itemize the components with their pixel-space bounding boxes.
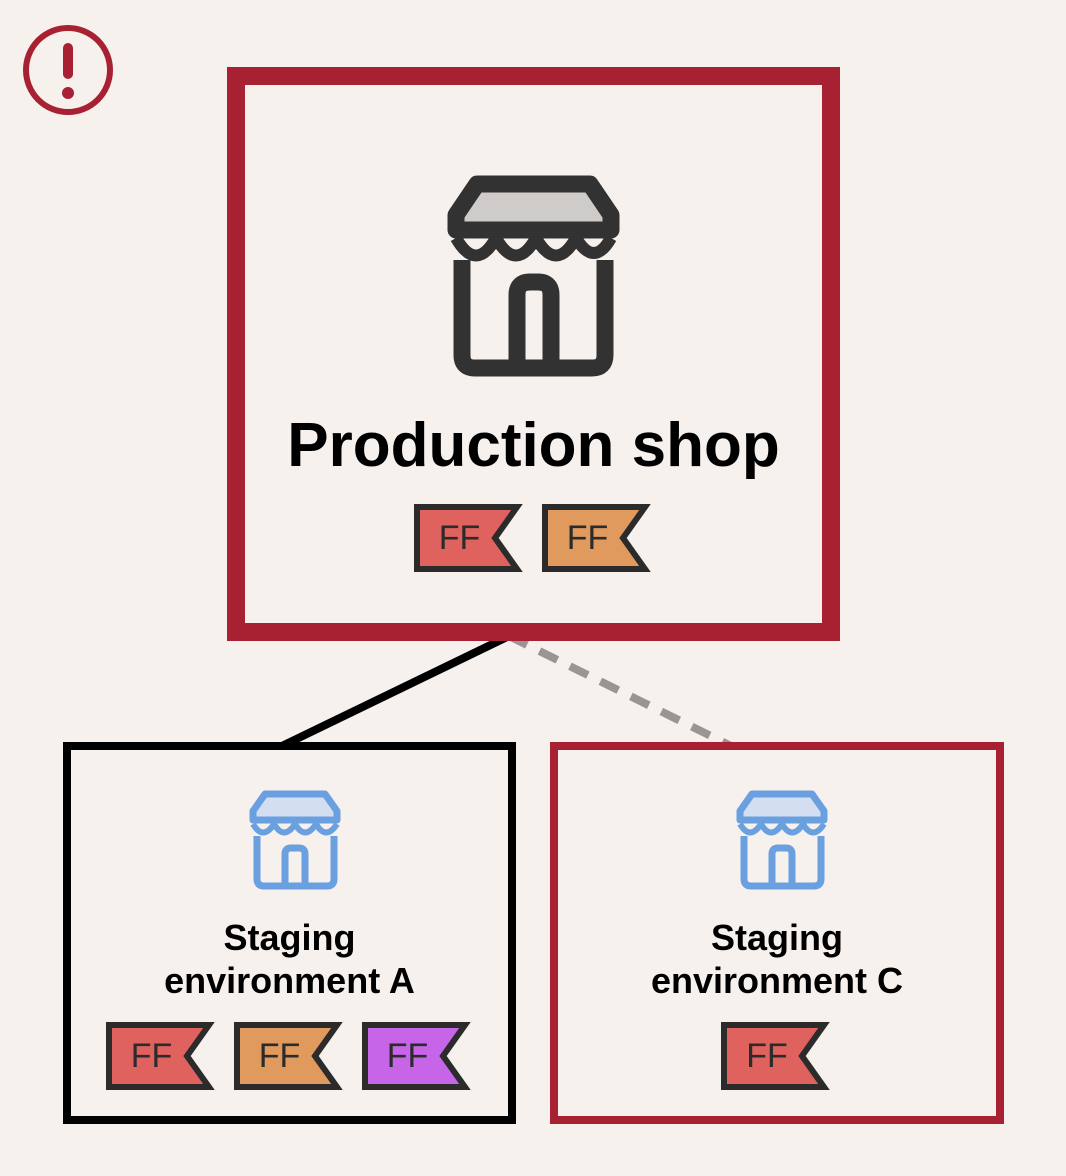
staging-c-feature-flags: FF [558, 1021, 996, 1091]
feature-flag: FF [361, 1021, 475, 1091]
feature-flag: FF [105, 1021, 219, 1091]
staging-environment-a-node: Staging environment A FF FF FF [63, 742, 516, 1124]
connector-production-to-staging-a [280, 632, 511, 750]
feature-flag-label: FF [746, 1036, 788, 1075]
warning-icon [23, 25, 113, 115]
production-shop-node: Production shop FF FF [227, 67, 840, 641]
production-shop-title: Production shop [287, 411, 780, 480]
storefront-icon [447, 175, 620, 377]
feature-flag: FF [413, 503, 527, 573]
feature-flag-label: FF [566, 518, 609, 557]
feature-flag-label: FF [130, 1036, 173, 1075]
staging-environment-a-title: Staging environment A [164, 917, 415, 1001]
feature-flag-label: FF [386, 1036, 429, 1075]
feature-flag-label: FF [438, 518, 481, 557]
storefront-icon [249, 790, 341, 890]
staging-environment-c-title: Staging environment C [650, 917, 904, 1001]
staging-environment-c-node: Staging environment C FF [550, 742, 1004, 1124]
connector-production-to-staging-c [507, 632, 733, 750]
staging-a-feature-flags: FF FF FF [71, 1021, 508, 1091]
production-feature-flags: FF FF [245, 503, 822, 573]
feature-flag: FF [720, 1021, 834, 1091]
feature-flag: FF [541, 503, 655, 573]
storefront-icon [736, 790, 828, 890]
feature-flag: FF [233, 1021, 347, 1091]
feature-flag-label: FF [258, 1036, 301, 1075]
